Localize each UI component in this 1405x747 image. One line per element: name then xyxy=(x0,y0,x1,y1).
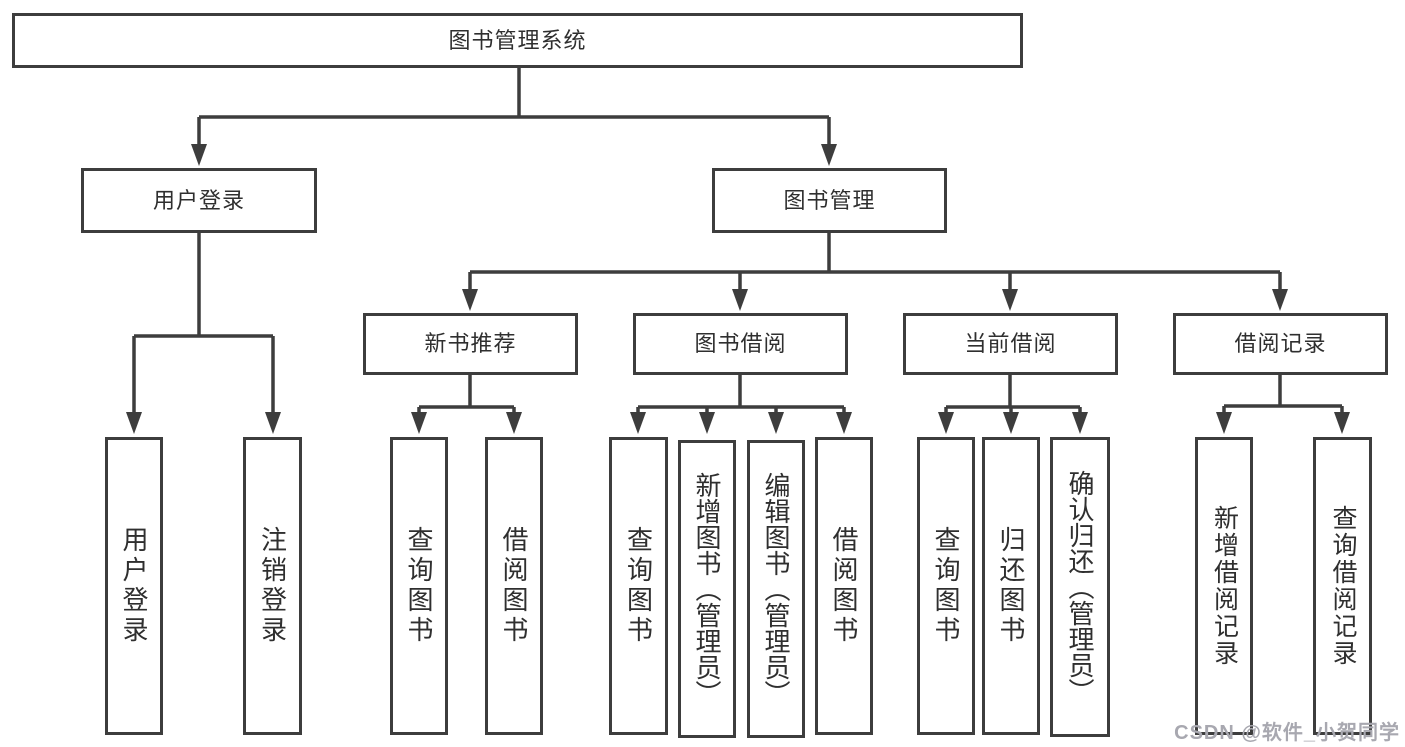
leaf-add-books-admin: 新增图书（管理员） xyxy=(678,440,736,738)
leaf-query-borrow-record: 查询借阅记录 xyxy=(1313,437,1372,735)
leaf-edit-books-admin: 编辑图书（管理员） xyxy=(747,440,805,738)
node-borrowing-records: 借阅记录 xyxy=(1173,313,1388,375)
leaf-user-login: 用户登录 xyxy=(105,437,163,735)
leaf-confirm-return-admin: 确认归还（管理员） xyxy=(1050,437,1110,737)
csdn-watermark: CSDN @软件_小贺同学 xyxy=(1174,722,1400,744)
node-book-borrowing: 图书借阅 xyxy=(633,313,848,375)
node-book-management: 图书管理 xyxy=(712,168,947,233)
node-new-book-recommend: 新书推荐 xyxy=(363,313,578,375)
node-root-system: 图书管理系统 xyxy=(12,13,1023,68)
leaf-borrow-books: 借阅图书 xyxy=(485,437,543,735)
leaf-borrow-books: 借阅图书 xyxy=(815,437,873,735)
node-user-login: 用户登录 xyxy=(81,168,317,233)
leaf-return-books: 归还图书 xyxy=(982,437,1040,735)
node-current-borrowing: 当前借阅 xyxy=(903,313,1118,375)
leaf-query-books: 查询图书 xyxy=(390,437,448,735)
leaf-add-borrow-record: 新增借阅记录 xyxy=(1195,437,1253,735)
leaf-query-books: 查询图书 xyxy=(609,437,668,735)
leaf-query-books: 查询图书 xyxy=(917,437,975,735)
leaf-logout: 注销登录 xyxy=(243,437,302,735)
